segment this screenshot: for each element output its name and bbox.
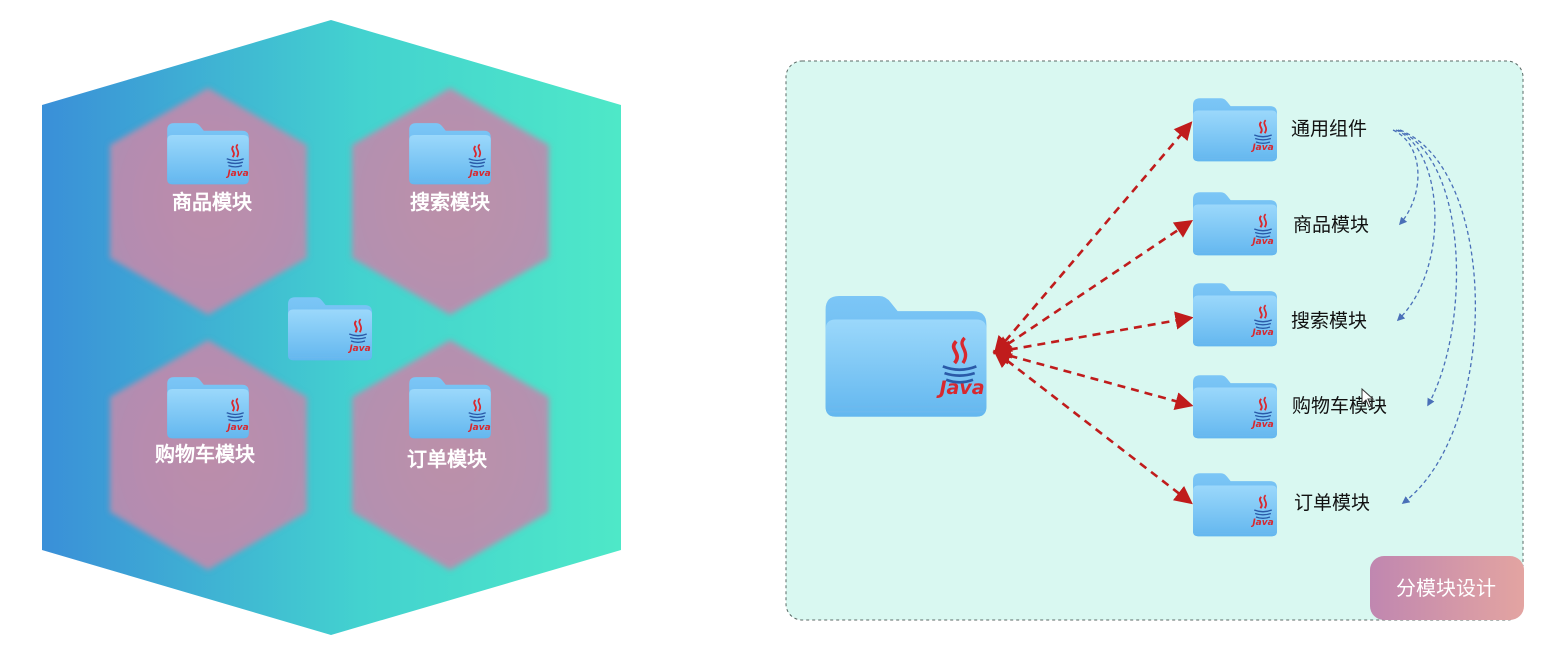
main-java-project-icon: Java bbox=[823, 294, 989, 419]
java-folder-icon: Java bbox=[166, 122, 250, 186]
svg-text:Java: Java bbox=[467, 423, 490, 433]
arrow-to-search bbox=[992, 311, 1194, 359]
java-folder-icon: Java bbox=[1192, 97, 1278, 163]
common-component-arrows bbox=[1392, 129, 1476, 504]
curve-to-search bbox=[1395, 129, 1436, 322]
module-label-product: 商品模块 bbox=[1293, 214, 1369, 236]
left-architecture-panel: Java Java Java Java Java 商品模块 搜索模块 购物车模块… bbox=[42, 20, 621, 635]
java-folder-icon: Java bbox=[166, 376, 250, 440]
svg-text:Java: Java bbox=[1250, 518, 1273, 528]
hex-label-search: 搜索模块 bbox=[410, 190, 491, 214]
hex-label-cart: 购物车模块 bbox=[155, 442, 256, 466]
svg-text:Java: Java bbox=[1250, 143, 1273, 153]
svg-text:Java: Java bbox=[347, 344, 370, 354]
java-folder-icon: Java bbox=[1192, 191, 1278, 257]
hex-label-product: 商品模块 bbox=[172, 190, 253, 214]
curve-to-cart bbox=[1397, 129, 1458, 407]
svg-text:Java: Java bbox=[1250, 237, 1273, 247]
hexagon-order-module bbox=[352, 340, 549, 570]
java-folder-icon: Java bbox=[1192, 472, 1278, 538]
hexagon-cart-module bbox=[110, 340, 307, 570]
curve-to-product bbox=[1392, 129, 1419, 226]
module-label-search: 搜索模块 bbox=[1291, 310, 1367, 332]
arrow-to-product bbox=[992, 219, 1194, 355]
java-folder-icon: Java bbox=[287, 296, 373, 362]
svg-text:Java: Java bbox=[935, 377, 984, 399]
java-folder-icon: Java bbox=[1192, 282, 1278, 348]
module-design-badge: 分模块设计 bbox=[1370, 556, 1524, 620]
java-folder-icon: Java bbox=[408, 122, 492, 186]
curve-to-order bbox=[1399, 129, 1476, 504]
hexagon-product-module bbox=[110, 88, 307, 315]
module-label-common: 通用组件 bbox=[1291, 118, 1367, 140]
module-label-order: 订单模块 bbox=[1294, 492, 1370, 514]
svg-text:Java: Java bbox=[225, 169, 248, 179]
java-folder-icon: Java bbox=[1192, 374, 1278, 440]
hex-label-order: 订单模块 bbox=[407, 447, 488, 471]
mouse-cursor-icon bbox=[1361, 387, 1375, 408]
svg-text:Java: Java bbox=[1250, 328, 1273, 338]
right-module-panel: Java Java Java Java Java Jav bbox=[785, 60, 1524, 621]
badge-label: 分模块设计 bbox=[1396, 576, 1496, 600]
svg-text:Java: Java bbox=[225, 423, 248, 433]
hexagon-search-module bbox=[352, 88, 549, 315]
svg-text:Java: Java bbox=[467, 169, 490, 179]
java-folder-icon: Java bbox=[408, 376, 492, 440]
module-dependency-arrows bbox=[992, 121, 1194, 505]
svg-text:Java: Java bbox=[1250, 420, 1273, 430]
